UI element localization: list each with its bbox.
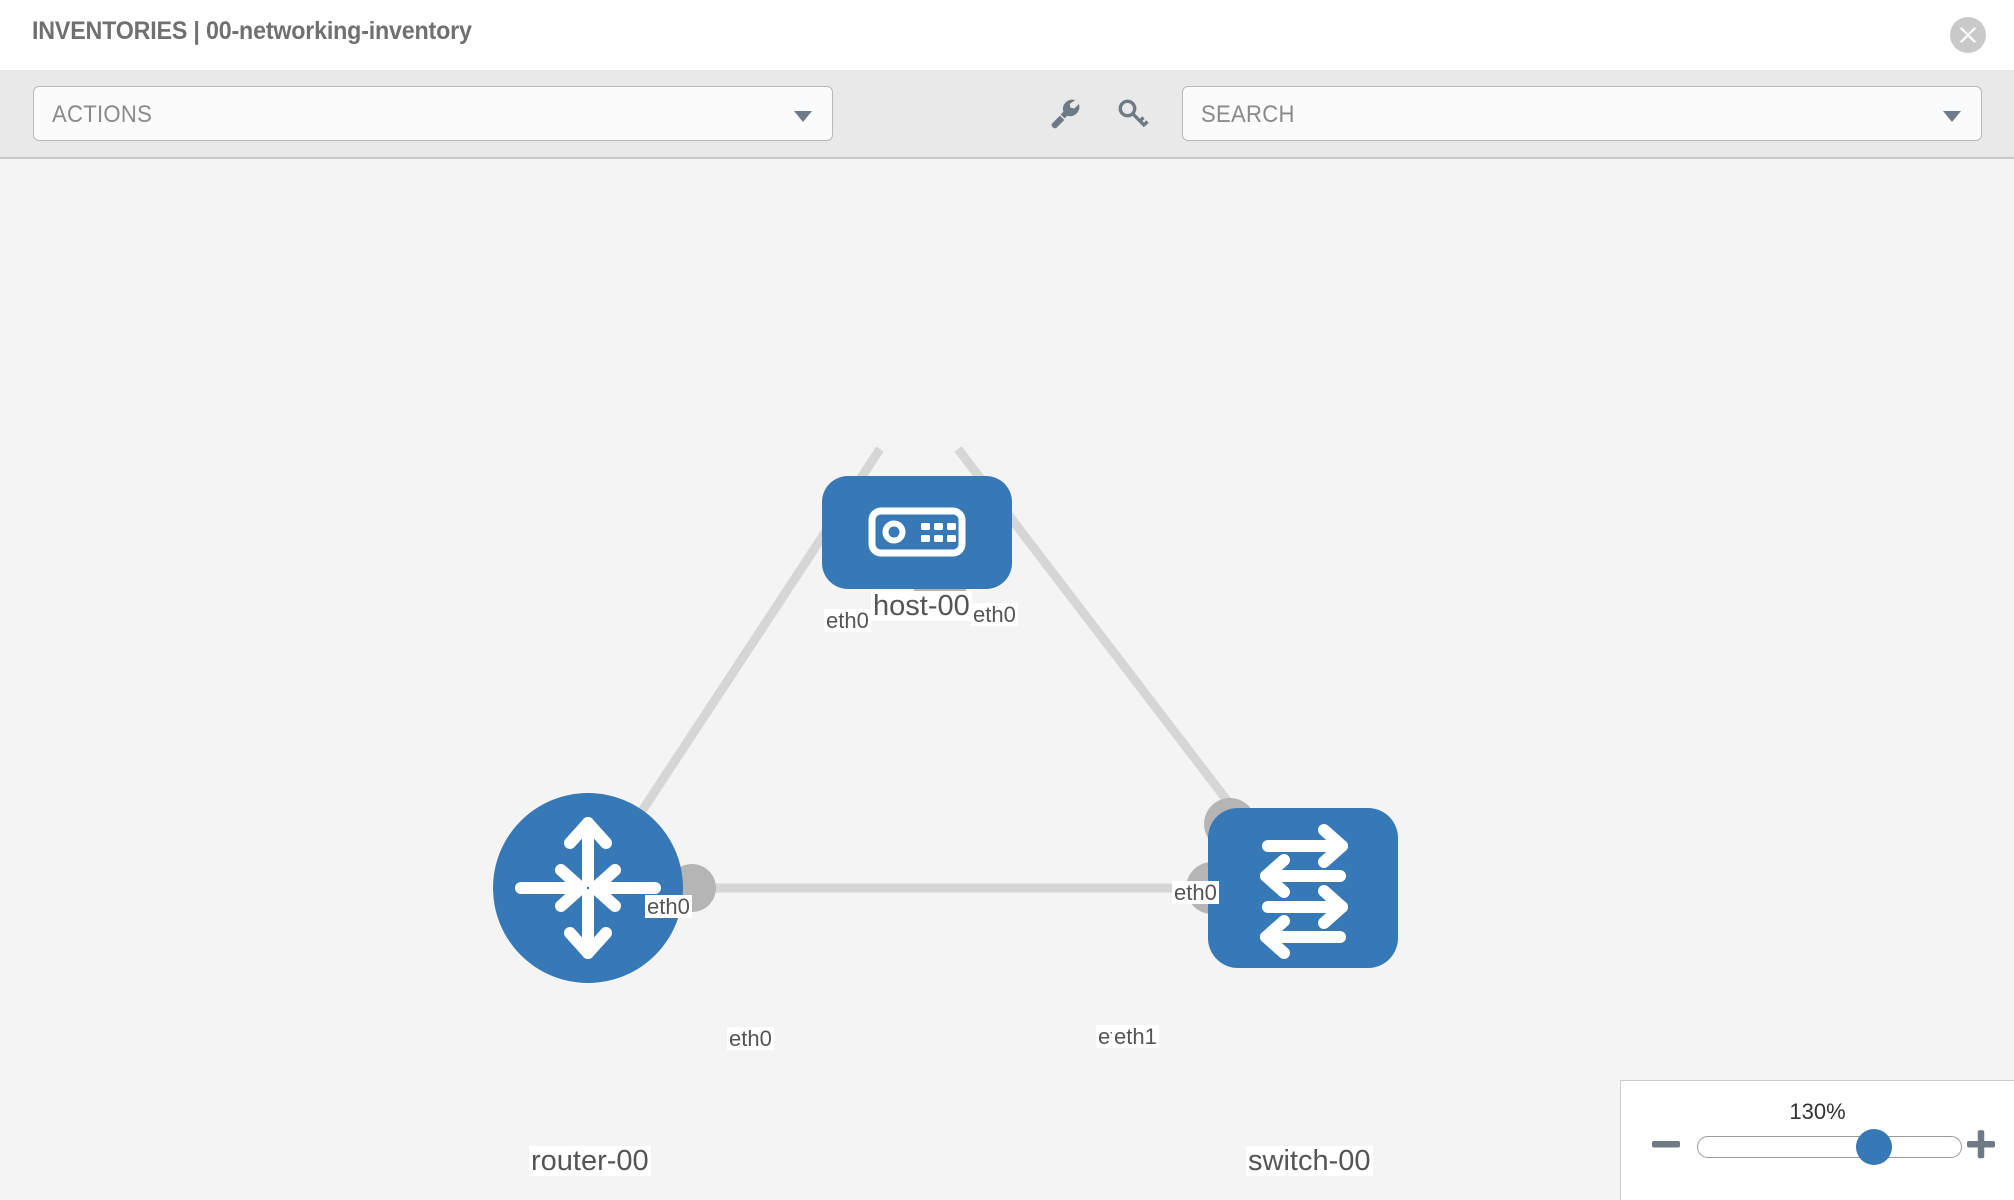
search-placeholder: SEARCH — [1201, 101, 1295, 128]
toolbar: ACTIONS SEARCH — [0, 70, 2014, 159]
zoom-percent-label: 130% — [1789, 1099, 1846, 1124]
node-host-00 — [822, 476, 1012, 589]
iface-label-router-top: eth0 — [645, 894, 692, 919]
iface-label-host-right: eth0 — [971, 602, 1018, 627]
node-label-switch-00[interactable]: switch-00 — [1246, 1145, 1373, 1177]
actions-dropdown-label: ACTIONS — [52, 101, 153, 128]
node-switch-00 — [1208, 808, 1398, 968]
wrench-icon[interactable] — [1045, 94, 1085, 134]
page-title: INVENTORIES | 00-networking-inventory — [32, 17, 472, 45]
iface-label-switch-top: eth0 — [1172, 880, 1219, 905]
iface-label-host-left: eth0 — [824, 608, 871, 633]
zoom-slider-track[interactable] — [1697, 1129, 1962, 1165]
key-icon[interactable] — [1113, 94, 1153, 134]
iface-label-switch-left-eth1: eth1 — [1112, 1024, 1159, 1049]
node-router-00 — [493, 793, 683, 983]
zoom-in-button[interactable] — [1964, 1127, 1998, 1161]
actions-dropdown[interactable]: ACTIONS — [33, 86, 833, 141]
search-input[interactable]: SEARCH — [1182, 86, 1982, 141]
node-label-host-00[interactable]: host-00 — [871, 590, 972, 622]
topology-graph — [493, 446, 1398, 983]
close-icon[interactable] — [1950, 17, 1986, 53]
chevron-down-icon — [1943, 111, 1961, 122]
iface-label-router-right: eth0 — [727, 1026, 774, 1051]
node-label-router-00[interactable]: router-00 — [529, 1145, 651, 1177]
zoom-slider-thumb[interactable] — [1855, 1129, 1892, 1165]
topology-canvas[interactable]: eth0 eth0 host-00 eth0 eth0 router-00 et… — [0, 159, 2014, 1200]
chevron-down-icon — [794, 111, 812, 122]
page-header: INVENTORIES | 00-networking-inventory — [0, 0, 2014, 70]
zoom-out-button[interactable] — [1649, 1127, 1683, 1161]
zoom-control: 130% — [1620, 1080, 2014, 1200]
